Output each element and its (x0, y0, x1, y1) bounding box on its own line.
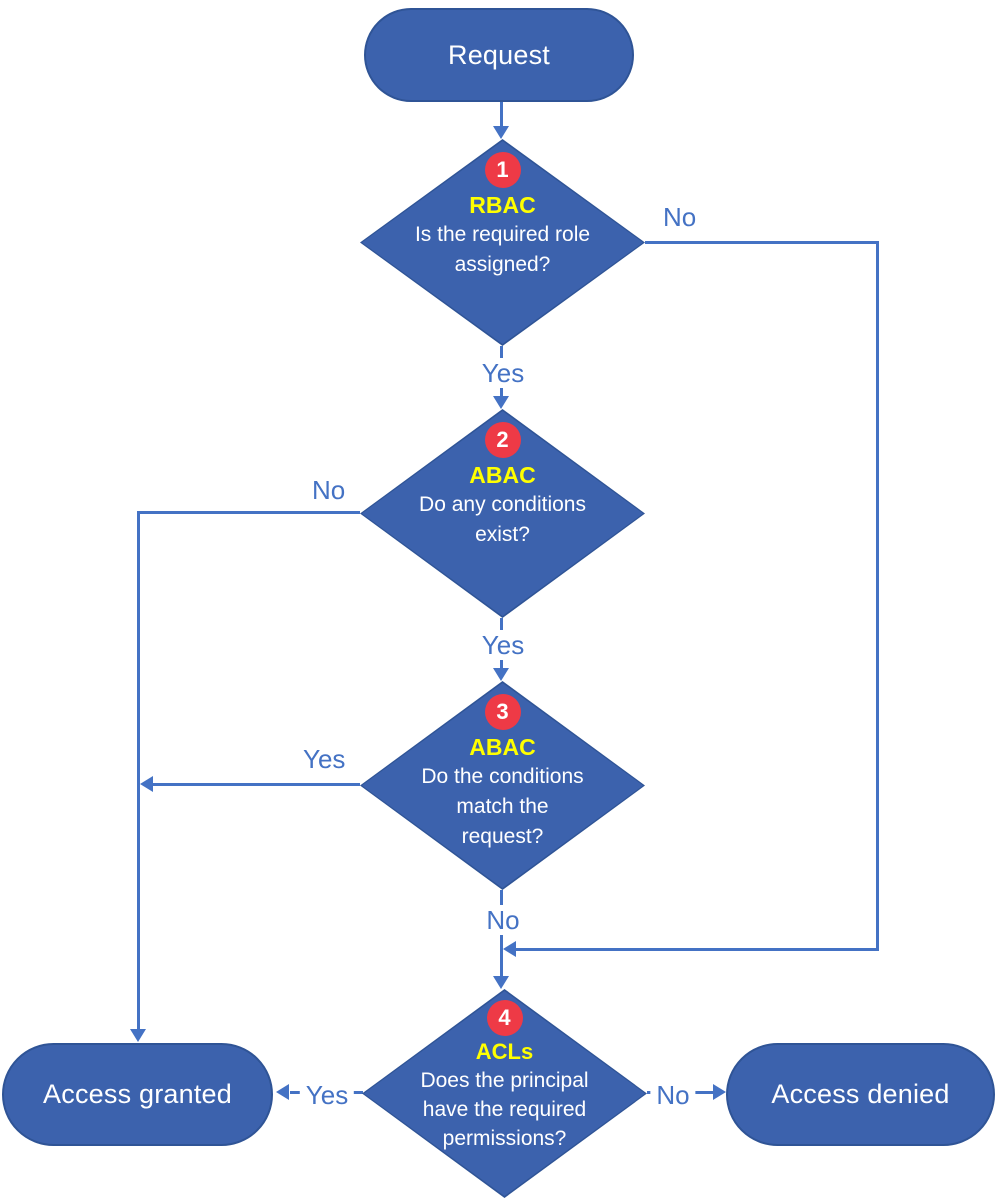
edge-label-d2-no: No (312, 475, 346, 505)
connector-request-d1 (500, 101, 503, 129)
node-access-denied: Access denied (726, 1043, 995, 1146)
decision-4-model-label: ACLs (475, 1039, 534, 1064)
decision-3-question-line: request? (461, 825, 544, 848)
connector-d1-no-top (645, 241, 879, 244)
node-request-label: Request (448, 39, 550, 70)
edge-label-d3-no: No (480, 905, 526, 935)
decision-4-question-line: Does the principal (420, 1069, 589, 1092)
connector-d2-no-top (137, 511, 360, 514)
arrowhead-d3-no (493, 976, 509, 989)
connector-d1-no-right (876, 241, 879, 951)
edge-label-d4-no: No (650, 1080, 696, 1110)
edge-label-d4-yes: Yes (299, 1080, 355, 1110)
edge-label-d2-yes: Yes (475, 630, 531, 660)
arrowhead-request-d1 (493, 126, 509, 139)
arrowhead-d2-yes (493, 668, 509, 681)
arrowhead-d2-no (130, 1029, 146, 1042)
node-access-denied-label: Access denied (771, 1079, 950, 1109)
node-access-granted: Access granted (2, 1043, 273, 1146)
decision-1-question-line: assigned? (454, 253, 551, 276)
node-request: Request (364, 8, 634, 102)
edge-label-d1-yes: Yes (475, 358, 531, 388)
decision-4-question-line: have the required (422, 1098, 587, 1121)
connector-d3-yes (152, 783, 360, 786)
arrowhead-d4-yes (276, 1084, 289, 1100)
decision-2-model-label: ABAC (469, 462, 536, 488)
decision-1-question-line: Is the required role (414, 223, 591, 246)
decision-3-question-line: Do the conditions (421, 765, 584, 788)
arrowhead-d3-yes (140, 776, 153, 792)
decision-2-question-line: exist? (475, 523, 530, 546)
decision-2-abac: 2 ABAC Do any conditions exist? (360, 409, 645, 618)
connector-d2-no-left (137, 511, 140, 1031)
step-1-badge: 1 (484, 152, 521, 188)
edge-label-d3-yes: Yes (303, 744, 346, 774)
arrowhead-d1-no (503, 941, 516, 957)
edge-label-d1-no: No (663, 202, 697, 232)
step-3-badge: 3 (484, 694, 521, 730)
step-2-badge: 2 (484, 422, 521, 458)
arrowhead-d4-no (713, 1084, 726, 1100)
step-4-badge: 4 (486, 1000, 523, 1036)
decision-4-question-line: permissions? (442, 1127, 567, 1150)
arrowhead-d1-yes (493, 396, 509, 409)
decision-4-acls: 4 ACLs Does the principal have the requi… (362, 989, 647, 1198)
decision-1-model-label: RBAC (469, 192, 536, 218)
node-access-granted-label: Access granted (43, 1079, 232, 1109)
connector-d1-no-bottom (516, 948, 879, 951)
decision-3-model-label: ABAC (469, 734, 536, 760)
decision-2-question-line: Do any conditions (419, 493, 586, 516)
decision-1-rbac: 1 RBAC Is the required role assigned? (360, 139, 645, 346)
decision-3-question-line: match the (456, 795, 549, 818)
decision-3-abac: 3 ABAC Do the conditions match the reque… (360, 681, 645, 890)
